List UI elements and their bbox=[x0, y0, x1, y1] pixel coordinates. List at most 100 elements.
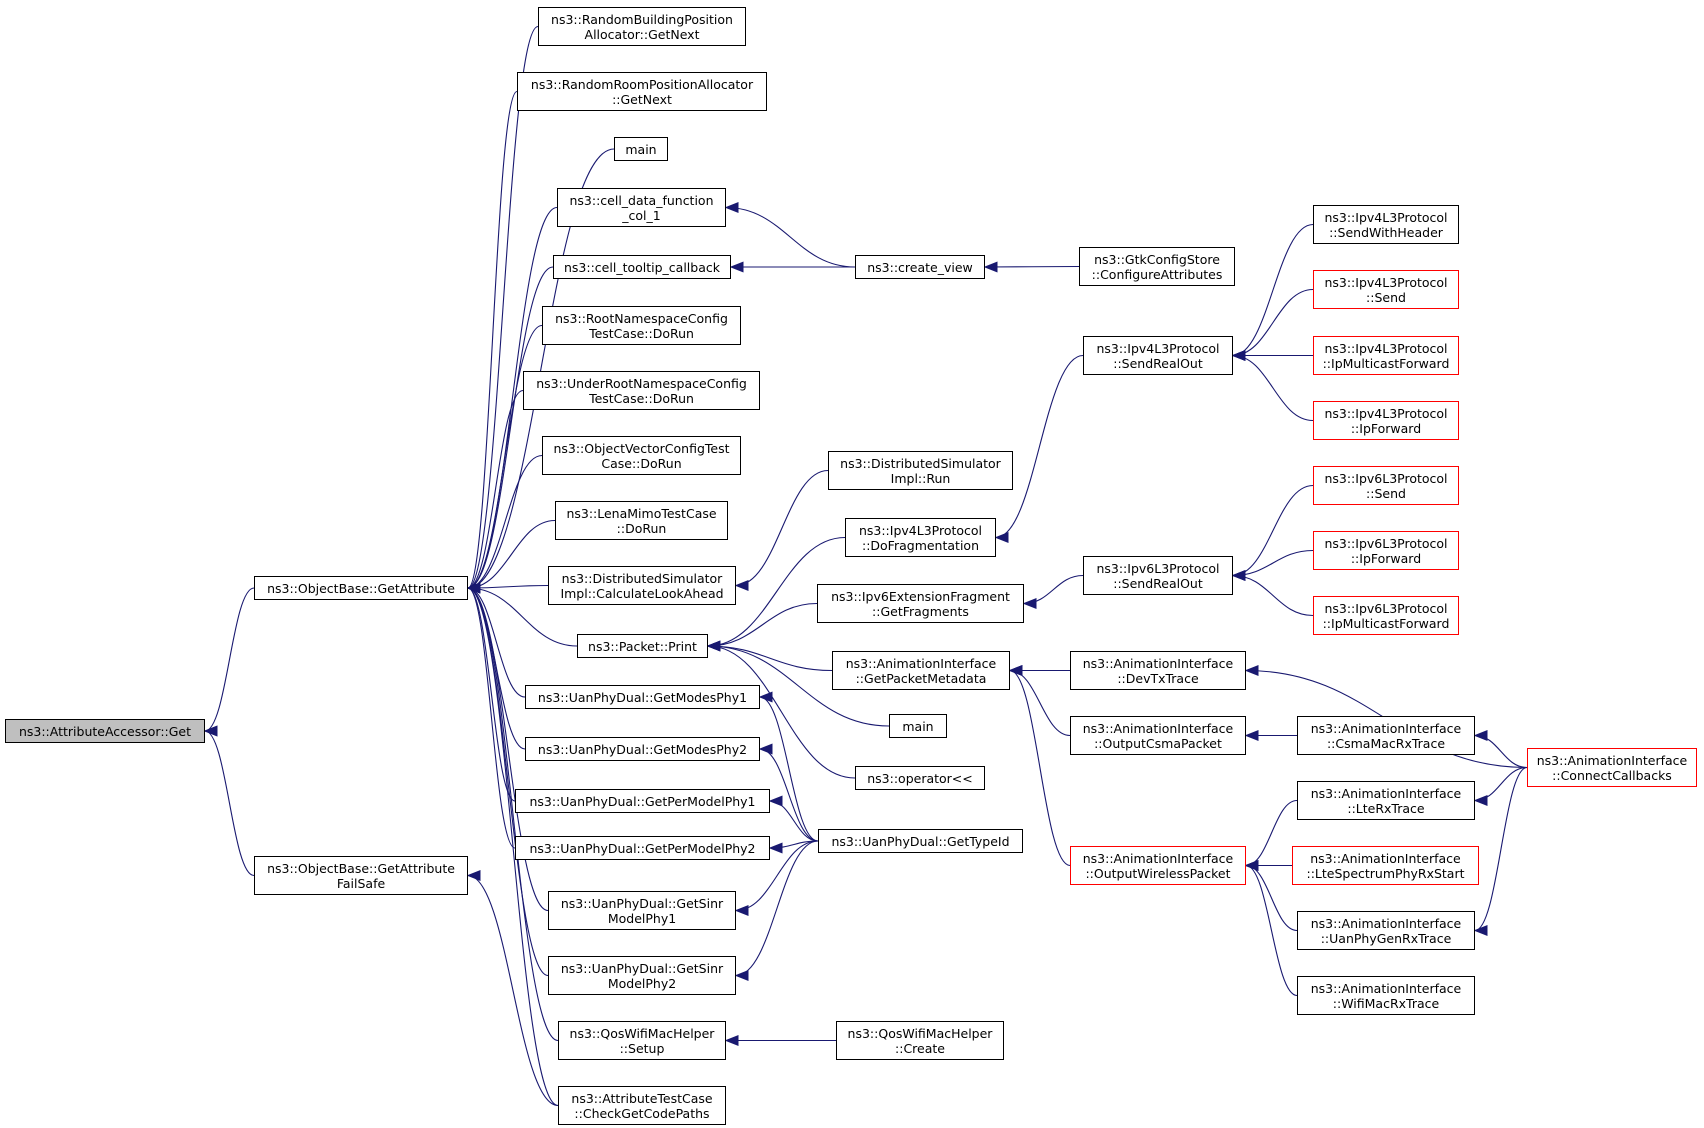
edge-gettypeid-to-gsm1 bbox=[734, 840, 819, 917]
node-ns3-animationinterface-getpacketmetadata[interactable]: ns3::AnimationInterface::GetPacketMetada… bbox=[832, 651, 1010, 690]
edge-opshl-to-pktprint bbox=[706, 640, 856, 779]
edge-qossetup-to-getattr bbox=[466, 582, 559, 1042]
node-label-line: ::SendWithHeader bbox=[1329, 224, 1443, 240]
node-ns3-ipv4l3protocol-ipforward[interactable]: ns3::Ipv4L3Protocol::IpForward bbox=[1313, 401, 1459, 440]
edge-createview-to-celldata bbox=[724, 201, 856, 268]
node-label-line: ns3::AttributeTestCase bbox=[571, 1090, 713, 1106]
edge-connectcb-to-uangen bbox=[1473, 766, 1528, 937]
node-ns3-ipv4l3protocol-ipmulticastforward[interactable]: ns3::Ipv4L3Protocol::IpMulticastForward bbox=[1313, 336, 1459, 375]
node-label-line: ::GetNext bbox=[612, 91, 672, 107]
node-ns3-ipv6extensionfragment-getfragments[interactable]: ns3::Ipv6ExtensionFragment::GetFragments bbox=[817, 584, 1024, 623]
node-label-line: ns3::DistributedSimulator bbox=[840, 455, 1001, 471]
node-label-line: ns3::RandomBuildingPosition bbox=[551, 11, 733, 27]
node-label-line: ns3::AnimationInterface bbox=[1310, 915, 1462, 931]
node-ns3-cell-tooltip-callback[interactable]: ns3::cell_tooltip_callback bbox=[553, 255, 731, 279]
node-label-line: ns3::AnimationInterface bbox=[845, 655, 997, 671]
node-ns3-animationinterface-uanphygenrxtrace[interactable]: ns3::AnimationInterface::UanPhyGenRxTrac… bbox=[1297, 911, 1475, 950]
node-ns3-gtkconfigstore-configureattributes[interactable]: ns3::GtkConfigStore::ConfigureAttributes bbox=[1079, 247, 1235, 286]
edge-uangen-to-outwifi bbox=[1244, 859, 1298, 932]
node-ns3-randomroompositionallocator-getnext[interactable]: ns3::RandomRoomPositionAllocator::GetNex… bbox=[517, 72, 767, 111]
node-label-line: ns3::ObjectBase::GetAttribute bbox=[267, 580, 455, 596]
node-ns3-animationinterface-lterxtrace[interactable]: ns3::AnimationInterface::LteRxTrace bbox=[1297, 781, 1475, 820]
node-ns3-animationinterface-outputcsmapacket[interactable]: ns3::AnimationInterface::OutputCsmaPacke… bbox=[1070, 716, 1246, 755]
node-label-line: ns3::UanPhyDual::GetModesPhy2 bbox=[537, 741, 748, 757]
node-label-line: ns3::AttributeAccessor::Get bbox=[18, 723, 192, 739]
node-ns3-lenamimotestcase-dorun[interactable]: ns3::LenaMimoTestCase::DoRun bbox=[555, 501, 728, 540]
node-ns3-operator[interactable]: ns3::operator<< bbox=[855, 766, 985, 790]
node-ns3-packet-print[interactable]: ns3::Packet::Print bbox=[577, 634, 708, 658]
node-ns3-ipv6l3protocol-send[interactable]: ns3::Ipv6L3Protocol::Send bbox=[1313, 466, 1459, 505]
node-ns3-uanphydual-getpermodelphy2[interactable]: ns3::UanPhyDual::GetPerModelPhy2 bbox=[515, 836, 770, 860]
node-label-line: ::WifiMacRxTrace bbox=[1332, 995, 1440, 1011]
edge-outcsma-to-getpktmeta bbox=[1008, 664, 1071, 737]
node-ns3-objectbase-getattribute[interactable]: ns3::ObjectBase::GetAttribute bbox=[254, 576, 468, 600]
node-label-line: ns3::Ipv6L3Protocol bbox=[1324, 535, 1448, 551]
node-ns3-ipv6l3protocol-ipforward[interactable]: ns3::Ipv6L3Protocol::IpForward bbox=[1313, 531, 1459, 570]
node-ns3-ipv4l3protocol-send[interactable]: ns3::Ipv4L3Protocol::Send bbox=[1313, 270, 1459, 309]
edge-attrtest-to-getattrfs bbox=[466, 869, 559, 1107]
node-ns3-ipv4l3protocol-sendwithheader[interactable]: ns3::Ipv4L3Protocol::SendWithHeader bbox=[1313, 205, 1459, 244]
node-ns3-animationinterface-connectcallbacks[interactable]: ns3::AnimationInterface::ConnectCallback… bbox=[1527, 748, 1697, 787]
node-label-line: ns3::ObjectBase::GetAttribute bbox=[267, 860, 455, 876]
edge-lterx-to-outwifi bbox=[1244, 799, 1298, 872]
edge-ipv4sro-to-ipv4frag bbox=[994, 354, 1084, 544]
node-ns3-ipv6l3protocol-sendrealout[interactable]: ns3::Ipv6L3Protocol::SendRealOut bbox=[1083, 556, 1233, 595]
node-ns3-cell-data-function-col-1[interactable]: ns3::cell_data_function_col_1 bbox=[557, 188, 726, 227]
node-ns3-animationinterface-outputwirelesspacket[interactable]: ns3::AnimationInterface::OutputWirelessP… bbox=[1070, 846, 1246, 885]
node-label-line: ::IpMulticastForward bbox=[1322, 355, 1450, 371]
node-label-line: ns3::cell_data_function bbox=[569, 192, 714, 208]
edge-celltooltip-to-getattr bbox=[466, 266, 554, 594]
node-label-line: ns3::Ipv4L3Protocol bbox=[858, 522, 983, 538]
node-label-line: ::IpMulticastForward bbox=[1322, 615, 1450, 631]
node-ns3-qoswifimachelper-setup[interactable]: ns3::QosWifiMacHelper::Setup bbox=[558, 1021, 726, 1060]
node-ns3-uanphydual-getmodesphy1[interactable]: ns3::UanPhyDual::GetModesPhy1 bbox=[525, 685, 760, 709]
node-label-line: ::SendRealOut bbox=[1113, 575, 1203, 591]
node-label-line: ns3::AnimationInterface bbox=[1082, 655, 1234, 671]
edge-outwifi-to-getpktmeta bbox=[1008, 664, 1071, 867]
node-ns3-ipv6l3protocol-ipmulticastforward[interactable]: ns3::Ipv6L3Protocol::IpMulticastForward bbox=[1313, 596, 1459, 635]
edge-main1-to-getattr bbox=[466, 148, 615, 594]
node-ns3-attributetestcase-checkgetcodepaths[interactable]: ns3::AttributeTestCase::CheckGetCodePath… bbox=[558, 1086, 726, 1125]
node-ns3-animationinterface-csmamacrxtrace[interactable]: ns3::AnimationInterface::CsmaMacRxTrace bbox=[1297, 716, 1475, 755]
node-label-line: ::Send bbox=[1366, 289, 1406, 305]
edge-pktprint-to-getattr bbox=[466, 582, 578, 647]
node-label-line: Allocator::GetNext bbox=[584, 26, 700, 42]
node-ns3-create-view[interactable]: ns3::create_view bbox=[855, 255, 985, 279]
node-label-line: ns3::UanPhyDual::GetSinr bbox=[560, 960, 724, 976]
node-label-line: ns3::Ipv4L3Protocol bbox=[1324, 209, 1448, 225]
node-label-line: ::DoFragmentation bbox=[861, 537, 979, 553]
node-main[interactable]: main bbox=[614, 137, 668, 161]
node-ns3-animationinterface-devtxtrace[interactable]: ns3::AnimationInterface::DevTxTrace bbox=[1070, 651, 1246, 690]
edge-ipv4frag-to-pktprint bbox=[706, 536, 846, 652]
edge-ipv4send-to-ipv4sro bbox=[1231, 288, 1314, 362]
node-label-line: ::DevTxTrace bbox=[1117, 670, 1199, 686]
node-label-line: ::Send bbox=[1366, 485, 1406, 501]
node-ns3-ipv4l3protocol-dofragmentation[interactable]: ns3::Ipv4L3Protocol::DoFragmentation bbox=[845, 518, 996, 557]
node-ns3-attributeaccessor-get: ns3::AttributeAccessor::Get bbox=[5, 719, 205, 743]
node-ns3-animationinterface-wifimacrxtrace[interactable]: ns3::AnimationInterface::WifiMacRxTrace bbox=[1297, 976, 1475, 1015]
node-label-line: ns3::AnimationInterface bbox=[1082, 850, 1234, 866]
node-ns3-uanphydual-gettypeid[interactable]: ns3::UanPhyDual::GetTypeId bbox=[818, 829, 1023, 853]
node-ns3-ipv4l3protocol-sendrealout[interactable]: ns3::Ipv4L3Protocol::SendRealOut bbox=[1083, 336, 1233, 375]
node-label-line: ns3::Ipv6L3Protocol bbox=[1096, 560, 1220, 576]
node-label-line: ns3::AnimationInterface bbox=[1082, 720, 1234, 736]
node-label-line: TestCase::DoRun bbox=[589, 325, 694, 341]
node-label-line: ns3::cell_tooltip_callback bbox=[564, 259, 720, 275]
node-main-2[interactable]: main bbox=[889, 714, 947, 738]
node-label-line: ModelPhy2 bbox=[607, 975, 677, 991]
node-ns3-uanphydual-getmodesphy2[interactable]: ns3::UanPhyDual::GetModesPhy2 bbox=[525, 737, 760, 761]
node-ns3-qoswifimachelper-create[interactable]: ns3::QosWifiMacHelper::Create bbox=[836, 1021, 1004, 1060]
node-ns3-animationinterface-ltespectrumphyrxstart[interactable]: ns3::AnimationInterface::LteSpectrumPhyR… bbox=[1292, 846, 1479, 885]
edge-ipv6getfrag-to-pktprint bbox=[706, 602, 818, 652]
node-ns3-uanphydual-getpermodelphy1[interactable]: ns3::UanPhyDual::GetPerModelPhy1 bbox=[515, 789, 770, 813]
edge-ipv4fwd-to-ipv4sro bbox=[1231, 349, 1314, 422]
